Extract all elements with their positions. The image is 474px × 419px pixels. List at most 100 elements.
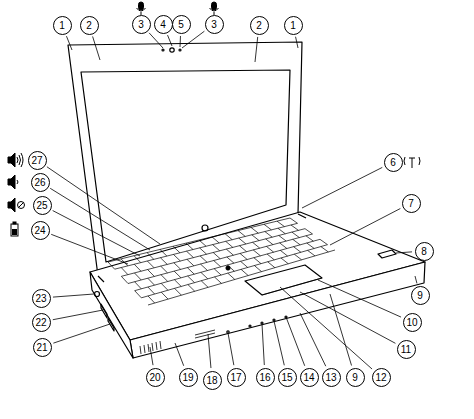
callout-number: 24 xyxy=(31,221,50,240)
callout-number: 21 xyxy=(33,338,52,357)
keyboard-key-edge xyxy=(291,225,298,230)
leader-line xyxy=(330,294,352,366)
keyboard-key-edge xyxy=(320,239,328,244)
keyboard-key-edge xyxy=(201,272,208,279)
keyboard-key-edge xyxy=(321,247,328,252)
leader-line xyxy=(53,310,103,320)
callout-number: 23 xyxy=(32,289,51,308)
leader-line xyxy=(208,334,211,368)
callout-number: 10 xyxy=(403,313,422,332)
keyboard-key-edge xyxy=(160,258,167,265)
keyboard-key-edge xyxy=(186,251,193,257)
keyboard-key-edge xyxy=(226,249,233,255)
keyboard-key-edge xyxy=(134,273,141,280)
keyboard-key-edge xyxy=(254,266,261,272)
keyboard-key-edge xyxy=(241,261,248,267)
callout-number: 4 xyxy=(154,15,173,34)
keyboard-key-edge xyxy=(308,250,315,256)
keyboard-key-edge xyxy=(226,241,233,247)
callout-number: 6 xyxy=(384,153,403,172)
keyboard-key-edge xyxy=(161,275,168,282)
keyboard-key-edge xyxy=(277,221,284,226)
keyboard-key-edge xyxy=(228,273,235,279)
callout-number: 8 xyxy=(415,242,434,261)
callout-number: 26 xyxy=(31,173,50,192)
keyboard-key-edge xyxy=(290,218,298,223)
callout-number: 11 xyxy=(397,340,416,359)
keyboard-key-edge xyxy=(213,245,220,251)
callout-number: 3 xyxy=(132,15,151,34)
keyboard-key-edge xyxy=(147,261,154,268)
leader-line xyxy=(53,324,110,343)
leader-line xyxy=(168,35,172,46)
keyboard-key-edge xyxy=(240,253,247,259)
callout-number: 15 xyxy=(278,368,297,387)
keyboard-key-edge xyxy=(148,278,155,285)
callout-number: 17 xyxy=(227,368,246,387)
callout-number: 20 xyxy=(146,368,165,387)
leader-line xyxy=(93,36,100,60)
keyboard-key-edge xyxy=(174,263,181,270)
keyboard-key-edge xyxy=(201,281,208,288)
leader-line xyxy=(47,167,160,244)
keyboard-key-edge xyxy=(254,258,261,264)
callout-number: 7 xyxy=(402,194,421,213)
leader-line xyxy=(53,294,94,297)
keyboard-key-edge xyxy=(121,268,128,275)
keyboard-key-edge xyxy=(241,269,248,275)
keyboard-key-edge xyxy=(265,232,272,238)
leader-line xyxy=(51,234,128,264)
keyboard-key-edge xyxy=(174,271,181,278)
keyboard-key-edge xyxy=(188,285,195,292)
callout-number: 18 xyxy=(203,371,222,390)
callout-number: 5 xyxy=(172,15,191,34)
pointing-stick xyxy=(226,266,230,270)
leader-line xyxy=(274,321,284,365)
callout-number: 22 xyxy=(32,313,51,332)
leader-line xyxy=(50,188,150,250)
keyboard-key-edge xyxy=(306,236,313,241)
keyboard-key-edge xyxy=(279,235,286,241)
leader-line xyxy=(262,324,264,365)
keyboard-key-edge xyxy=(161,266,168,273)
keyboard-key-edge xyxy=(161,283,168,290)
keyboard-key-edge xyxy=(148,287,155,294)
keyboard-key-edge xyxy=(225,234,232,240)
keyboard-key-edge xyxy=(268,262,275,268)
keyboard-key-edge xyxy=(148,270,155,277)
keyboard-key-edge xyxy=(239,238,246,244)
leader-line xyxy=(182,31,204,48)
keyboard-key-edge xyxy=(121,276,128,283)
keyboard-row xyxy=(141,245,327,298)
callout-number: 19 xyxy=(179,368,198,387)
keyboard-key-edge xyxy=(160,249,167,256)
keyboard-key-edge xyxy=(187,268,194,275)
keyboard-key-edge xyxy=(267,254,274,260)
keyboard-key-edge xyxy=(134,264,141,271)
keyboard-key-edge xyxy=(280,250,287,256)
keyboard-key-edge xyxy=(294,254,301,260)
keyboard-key-edge xyxy=(307,243,314,248)
leader-line xyxy=(286,317,305,366)
callout-number: 14 xyxy=(300,368,319,387)
callout-number: 9 xyxy=(346,368,365,387)
keyboard-key-edge xyxy=(292,232,299,237)
keyboard-key-edge xyxy=(213,253,220,259)
callout-number: 25 xyxy=(33,196,52,215)
leader-line xyxy=(66,36,72,50)
leader-line xyxy=(296,37,298,48)
callout-number: 27 xyxy=(28,151,47,170)
keyboard-key-edge xyxy=(280,243,287,249)
leader-line xyxy=(149,33,163,48)
callout-number: 3 xyxy=(205,15,224,34)
leader-line xyxy=(53,211,140,256)
leader-line xyxy=(180,36,181,47)
callout-number: 12 xyxy=(372,368,391,387)
keyboard-row xyxy=(148,250,335,305)
keyboard-key-edge xyxy=(238,231,245,237)
keyboard-row xyxy=(135,239,320,290)
keyboard-key-edge xyxy=(199,240,206,246)
keyboard-key-edge xyxy=(175,288,182,295)
keyboard-key-edge xyxy=(252,235,259,241)
